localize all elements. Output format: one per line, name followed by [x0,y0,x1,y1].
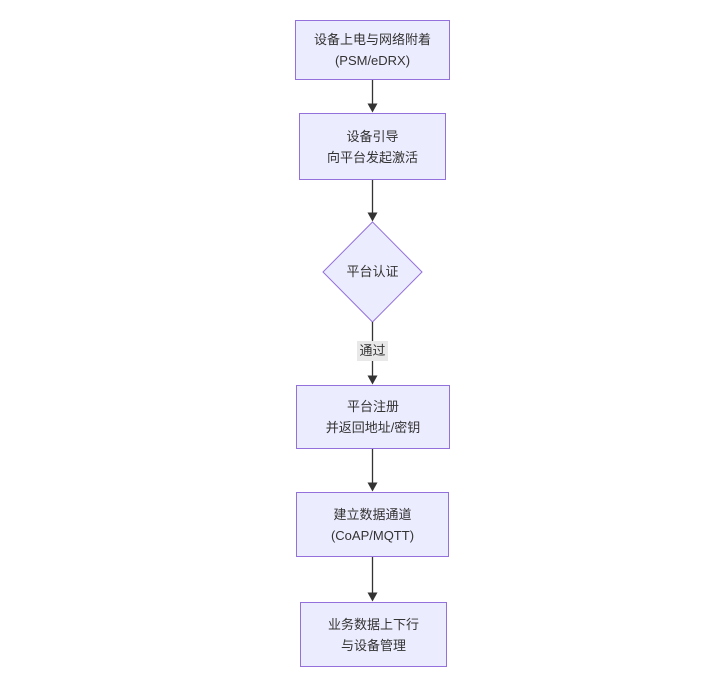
flow-node-platform-register: 平台注册 并返回地址/密钥 [296,385,450,449]
flow-node-data-channel: 建立数据通道 (CoAP/MQTT) [296,492,449,557]
node-line: 建立数据通道 [333,506,412,522]
edge-label-pass: 通过 [357,341,388,361]
flow-node-platform-auth-label: 平台认证 [346,264,399,279]
node-line: (CoAP/MQTT) [330,527,415,543]
arrowhead-down-icon [367,592,378,602]
flow-node-bootstrap-activate: 设备引导 向平台发起激活 [299,113,446,180]
arrowhead-down-icon [367,375,378,385]
node-line: 平台注册 [346,399,399,414]
node-line: 业务数据上下行 [327,616,419,632]
arrowhead-down-icon [367,482,378,492]
node-line: 设备引导 [346,128,399,144]
node-line: (PSM/eDRX) [334,53,411,68]
flow-node-power-on-attach: 设备上电与网络附着 (PSM/eDRX) [295,20,450,80]
node-line: 向平台发起激活 [326,149,418,165]
node-line: 与设备管理 [340,637,406,653]
node-line: 并返回地址/密钥 [325,420,421,435]
arrowhead-down-icon [367,212,378,222]
arrowhead-down-icon [367,103,378,113]
flow-node-business-data: 业务数据上下行 与设备管理 [300,602,447,667]
node-line: 设备上电与网络附着 [313,32,431,47]
